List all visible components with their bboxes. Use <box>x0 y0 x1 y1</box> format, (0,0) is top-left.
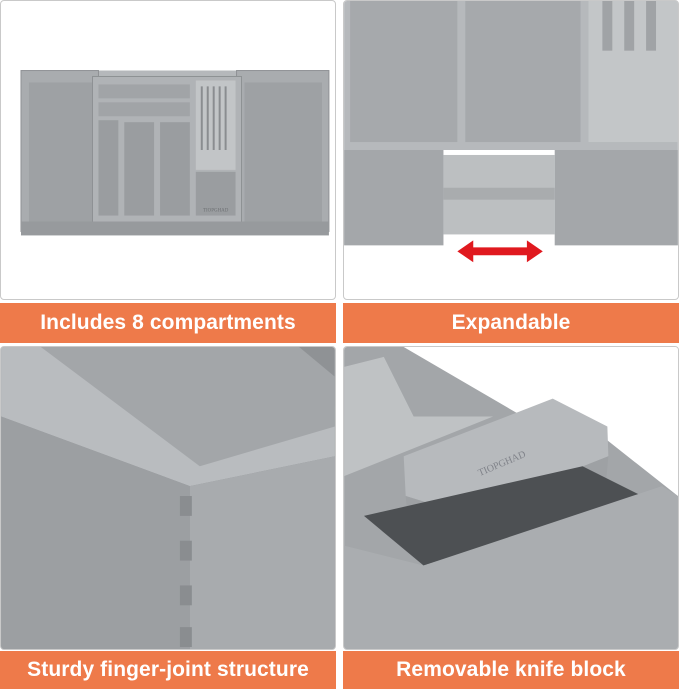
svg-text:TIOPGHAD: TIOPGHAD <box>203 209 229 214</box>
finger-joint-image <box>0 346 336 650</box>
caption-knife-block: Removable knife block <box>343 651 679 689</box>
caption-compartments: Includes 8 compartments <box>0 303 336 343</box>
expandable-image <box>343 0 679 300</box>
caption-finger-joint: Sturdy finger-joint structure <box>0 651 336 689</box>
double-arrow-icon <box>457 240 543 263</box>
knife-block-image: TIOPGHAD <box>343 346 679 650</box>
overview-image: TIOPGHAD <box>0 0 336 300</box>
caption-expandable: Expandable <box>343 303 679 343</box>
